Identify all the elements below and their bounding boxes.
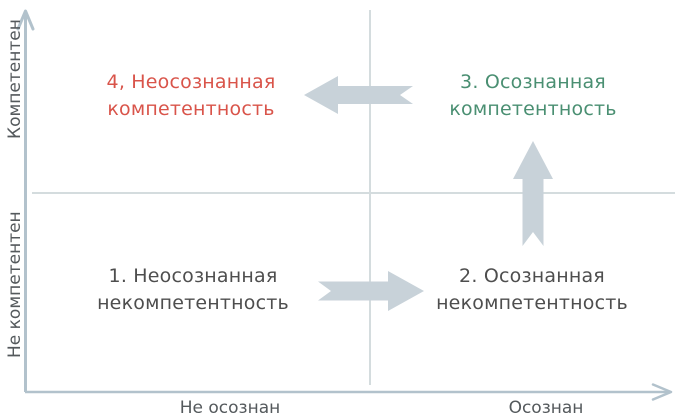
quadrant-1-line2: некомпетентность: [97, 292, 289, 314]
left-arrow-icon: [304, 76, 413, 114]
y-axis-upper-label: Компетентен: [5, 19, 25, 139]
quadrant-1-label: 1. Неосознанная некомпетентность: [93, 263, 293, 317]
quadrant-1-line1: 1. Неосознанная: [108, 265, 278, 287]
quadrant-4-line2: компетентность: [107, 98, 275, 120]
quadrant-2-line2: некомпетентность: [436, 292, 628, 314]
quadrant-4-line1: 4, Неосознанная: [106, 71, 276, 93]
quadrant-3-line2: компетентность: [449, 98, 617, 120]
x-axis-left-label: Не осознан: [179, 398, 281, 418]
right-arrow-icon: [318, 271, 424, 311]
quadrant-3-label: 3. Осознанная компетентность: [433, 69, 633, 123]
quadrant-4-label: 4, Неосознанная компетентность: [91, 69, 291, 123]
y-axis-lower-label: Не компетентен: [5, 211, 25, 358]
x-axis-right-label: Осознан: [508, 398, 584, 418]
up-arrow-icon: [513, 141, 553, 246]
quadrant-2-line1: 2. Осознанная: [459, 265, 605, 287]
quadrant-3-line1: 3. Осознанная: [460, 71, 606, 93]
right-arrowhead-icon: [651, 383, 673, 401]
quadrant-2-label: 2. Осознанная некомпетентность: [432, 263, 632, 317]
up-arrowhead-icon: [16, 9, 35, 31]
